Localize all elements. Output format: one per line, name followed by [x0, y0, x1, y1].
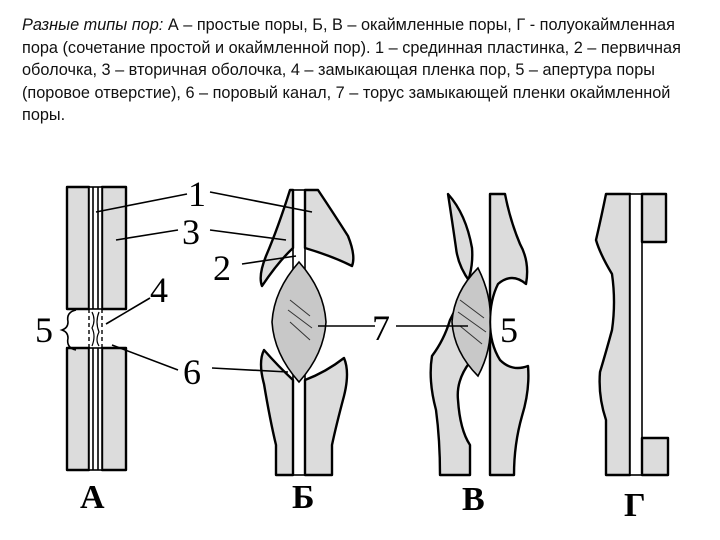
b-torus-hatch — [287, 299, 313, 341]
a-closing-membrane — [88, 309, 103, 348]
brace-5 — [59, 309, 77, 351]
a-middle-lamella-bottom — [88, 347, 103, 471]
leader-6-b — [211, 367, 289, 373]
leader-3-a — [115, 229, 179, 241]
a-left-wall-bottom — [65, 346, 91, 472]
a-middle-lamella-top — [88, 186, 103, 310]
label-5-right: 5 — [500, 310, 518, 350]
b-right-border-bottom — [303, 356, 349, 477]
leader-4 — [105, 297, 151, 325]
label-6: 6 — [183, 352, 201, 392]
label-7: 7 — [372, 308, 390, 348]
label-1: 1 — [188, 174, 206, 214]
label-4: 4 — [150, 270, 168, 310]
g-right-wall-top — [640, 192, 668, 244]
pore-v-bordered — [429, 192, 530, 477]
label-3: 3 — [182, 212, 200, 252]
caption: Разные типы пор: А – простые поры, Б, В … — [22, 14, 698, 127]
g-middle-lamella — [629, 193, 643, 476]
pore-g-half-bordered — [594, 192, 670, 477]
letter-g: Г — [624, 487, 646, 524]
caption-lead: Разные типы пор: — [22, 16, 164, 34]
pore-b-bordered — [259, 188, 355, 477]
letter-v: В — [462, 481, 485, 518]
pore-a-simple — [65, 185, 128, 472]
a-left-wall-top — [65, 185, 91, 311]
leader-6 — [111, 344, 179, 371]
letter-b: Б — [292, 479, 314, 516]
leader-1-a — [95, 193, 188, 213]
b-right-border-top — [303, 188, 355, 268]
label-2: 2 — [213, 248, 231, 288]
v-torus-hatch — [457, 299, 487, 345]
letter-a: А — [80, 479, 105, 516]
leader-lines — [59, 191, 468, 373]
b-torus — [271, 260, 327, 384]
a-right-wall-top — [100, 185, 128, 311]
a-right-wall-bottom — [100, 346, 128, 472]
caption-text: А – простые поры, Б, В – окаймленные пор… — [22, 16, 681, 124]
leader-1-b — [209, 191, 313, 213]
label-5-left: 5 — [35, 310, 53, 350]
leader-2 — [241, 255, 297, 265]
g-left-border — [594, 192, 632, 477]
leader-3-b — [209, 229, 287, 241]
v-torus — [451, 266, 492, 378]
a-pore-membrane — [91, 311, 100, 347]
g-right-wall-bottom — [640, 436, 670, 477]
